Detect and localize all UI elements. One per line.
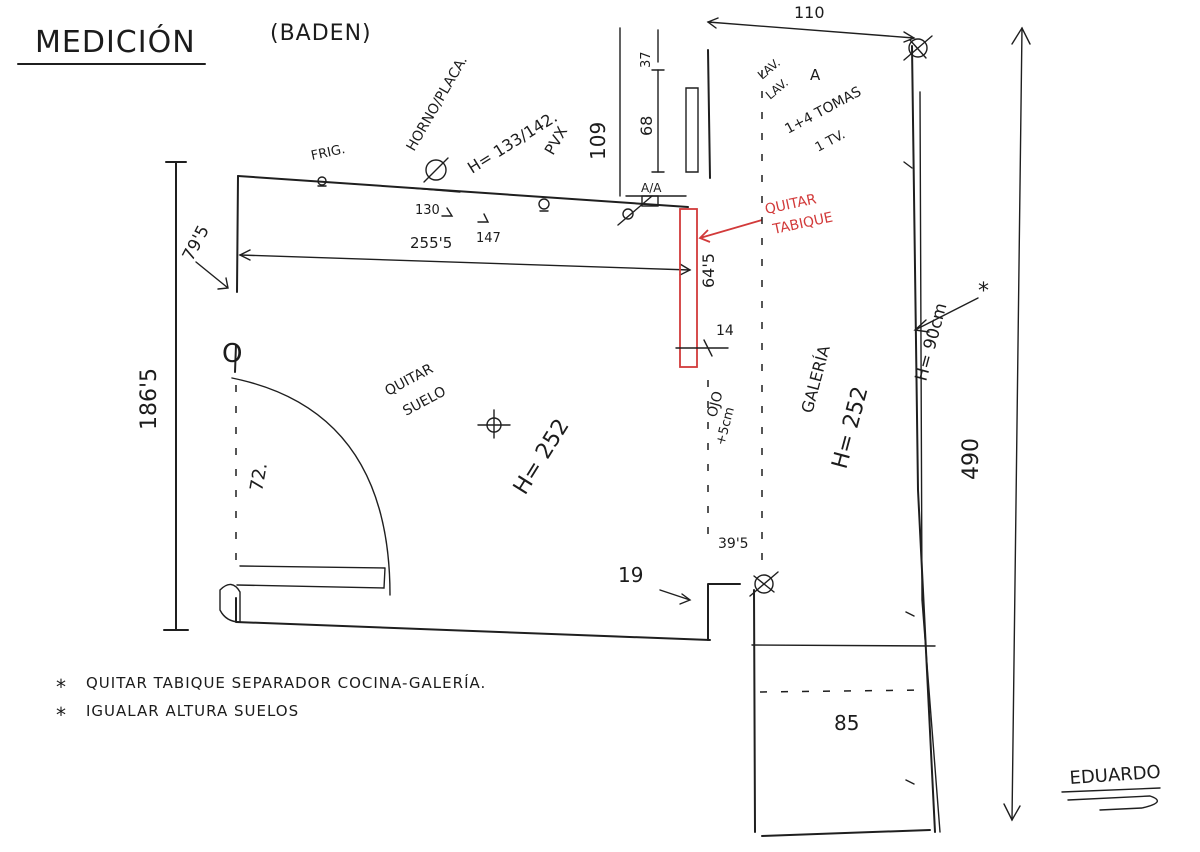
door-swing-arc — [231, 377, 391, 596]
label-h252-gallery: H= 252 — [828, 384, 874, 472]
bench — [236, 565, 386, 589]
kitchen-left-wall — [236, 175, 239, 293]
note-2-text: IGUALAR ALTURA SUELOS — [86, 702, 299, 720]
gallery-ticks — [903, 161, 915, 785]
label-147: 147 — [476, 231, 501, 246]
gallery-fan-bottom — [749, 571, 779, 597]
signature-flourish — [1061, 787, 1161, 811]
note-1-text: QUITAR TABIQUE SEPARADOR COCINA-GALERÍA. — [86, 673, 486, 692]
gallery-left-wall — [707, 49, 711, 179]
label-frig: FRIG. — [310, 142, 347, 164]
gallery-bottom-wall — [761, 829, 931, 837]
label-255: 255'5 — [410, 234, 452, 252]
gallery-divider-2 — [759, 689, 929, 693]
label-asterisk: * — [978, 279, 989, 304]
label-horno-placa: HORNO/PLACA. — [404, 53, 471, 154]
gallery-right-wall — [911, 45, 936, 833]
gallery-fan-top — [903, 35, 933, 61]
dim-line-255 — [239, 254, 691, 271]
note-2-bullet: * — [56, 703, 66, 727]
label-ojo: OJO — [704, 390, 726, 419]
label-tv: 1 TV. — [813, 127, 848, 155]
dim-line-490 — [1011, 27, 1023, 821]
gallery-right-wall-inner — [919, 91, 941, 833]
kitchen-top-wall — [237, 175, 689, 208]
label-39: 39'5 — [718, 536, 749, 552]
arrow-79 — [195, 261, 229, 290]
label-186: 186'5 — [137, 368, 162, 430]
label-64: 64'5 — [699, 253, 718, 288]
kitchen-center-mark — [477, 409, 511, 439]
label-130: 130 — [415, 203, 440, 218]
dim-line-110-arrows — [706, 17, 916, 43]
lines-130-147 — [441, 207, 490, 223]
partition-to-remove — [679, 208, 698, 368]
label-79: 79'5 — [179, 222, 214, 264]
note-1-bullet: * — [56, 675, 66, 699]
label-85: 85 — [834, 711, 859, 735]
gallery-lower-left-wall — [753, 589, 756, 833]
label-14: 14 — [716, 323, 734, 339]
label-h252-kitchen: H= 252 — [509, 415, 575, 499]
arrow-h90 — [913, 297, 979, 333]
aa-unit — [617, 195, 659, 226]
kitchen-bottom-wall — [235, 597, 711, 641]
outlet-frig — [317, 176, 327, 187]
outlet-pvx — [538, 198, 550, 212]
label-aa: A/A — [641, 181, 662, 195]
bottom-right-wall — [707, 583, 741, 641]
door-frame-top — [685, 87, 699, 173]
label-circle-o: O — [222, 339, 242, 369]
dim-line-14 — [675, 339, 729, 357]
location-subtitle: (BADEN) — [270, 21, 372, 46]
label-tomas: 1+4 TOMAS — [782, 84, 864, 138]
page-title: MEDICIÓN — [35, 23, 196, 60]
label-lav-a: A — [810, 66, 821, 84]
label-110: 110 — [794, 3, 825, 22]
partition-arrow — [698, 219, 763, 243]
label-h90: H= 90cm — [912, 301, 952, 383]
label-19: 19 — [618, 563, 643, 587]
gallery-divider-1 — [751, 644, 936, 647]
label-37: 37 — [639, 51, 654, 68]
dim-line-68-caps — [651, 69, 665, 173]
kitchen-left-wall-lower — [234, 344, 237, 373]
dim-line-490-arrows — [1003, 26, 1031, 822]
label-109: 109 — [586, 122, 610, 160]
corner-fixture — [219, 583, 241, 623]
dim-line-110 — [707, 21, 915, 39]
label-galeria: GALERÍA — [798, 343, 834, 415]
label-68: 68 — [637, 116, 656, 136]
label-72: 72. — [246, 461, 272, 493]
label-490: 490 — [959, 438, 984, 480]
dim-line-186-caps — [163, 161, 189, 631]
dim-line-255-arrows — [238, 249, 692, 276]
hob-symbol — [411, 157, 461, 193]
signature: EDUARDO — [1069, 762, 1162, 789]
arrow-19 — [659, 589, 692, 605]
